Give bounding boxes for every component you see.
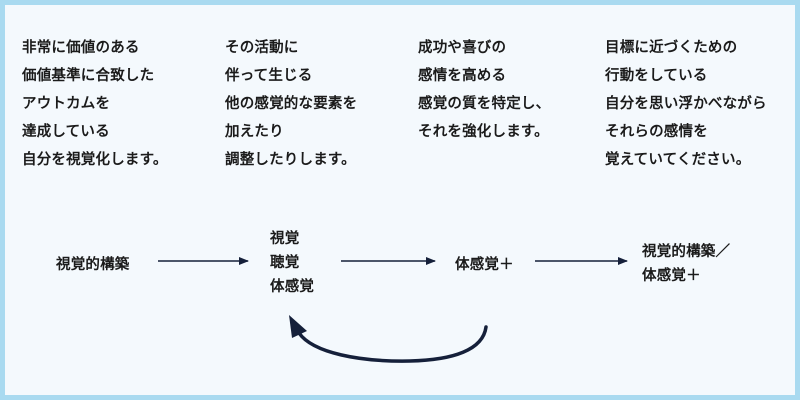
description-line: 価値基準に合致した	[22, 68, 155, 84]
description-line: 行動をしている	[605, 68, 708, 84]
feedback-arrow	[297, 325, 488, 363]
flow-node-label: 聴覚	[270, 255, 300, 271]
description-line: その活動に	[225, 40, 299, 56]
description-line: それを強化します。	[418, 124, 549, 140]
description-line: 目標に近づくための	[605, 40, 738, 56]
description-line: 達成している	[22, 124, 110, 140]
flow-node-label: 視覚	[270, 231, 300, 247]
flow-node-label: 体感覚＋	[642, 268, 701, 284]
description-line: 他の感覚的な要素を	[225, 96, 358, 112]
flow-node-senses: 視覚 聴覚 体感覚	[270, 227, 314, 299]
description-line: 伴って生じる	[225, 68, 313, 84]
flow-node-kinesthetic-plus: 体感覚＋	[455, 255, 514, 275]
description-column-2: その活動に 伴って生じる 他の感覚的な要素を 加えたり 調整したりします。	[225, 34, 357, 174]
flow-node-result: 視覚的構築／ 体感覚＋	[642, 240, 730, 288]
flow-node-label: 体感覚＋	[455, 257, 514, 273]
description-line: 自分を思い浮かべながら	[605, 96, 767, 112]
description-line: それらの感情を	[605, 124, 708, 140]
flow-node-label: 体感覚	[270, 279, 315, 295]
description-line: 非常に価値のある	[22, 40, 140, 56]
flow-arrows	[158, 257, 628, 363]
description-line: 調整したりします。	[225, 152, 356, 168]
description-column-1: 非常に価値のある 価値基準に合致した アウトカムを 達成している 自分を視覚化し…	[22, 34, 168, 174]
description-column-3: 成功や喜びの 感情を高める 感覚の質を特定し、 それを強化します。	[418, 34, 550, 146]
description-line: アウトカムを	[22, 96, 111, 112]
description-line: 自分を視覚化します。	[22, 152, 168, 168]
description-line: 感覚の質を特定し、	[418, 96, 551, 112]
description-line: 加えたり	[225, 124, 284, 140]
flow-node-visual-construction: 視覚的構築	[56, 255, 130, 275]
description-column-4: 目標に近づくための 行動をしている 自分を思い浮かべながら それらの感情を 覚え…	[605, 34, 767, 174]
description-line: 成功や喜びの	[418, 40, 507, 56]
flow-node-label: 視覚的構築／	[642, 244, 731, 260]
description-line: 覚えていてください。	[605, 152, 751, 168]
description-line: 感情を高める	[418, 68, 507, 84]
feedback-arrowhead	[289, 315, 307, 338]
flow-node-label: 視覚的構築	[56, 257, 130, 273]
